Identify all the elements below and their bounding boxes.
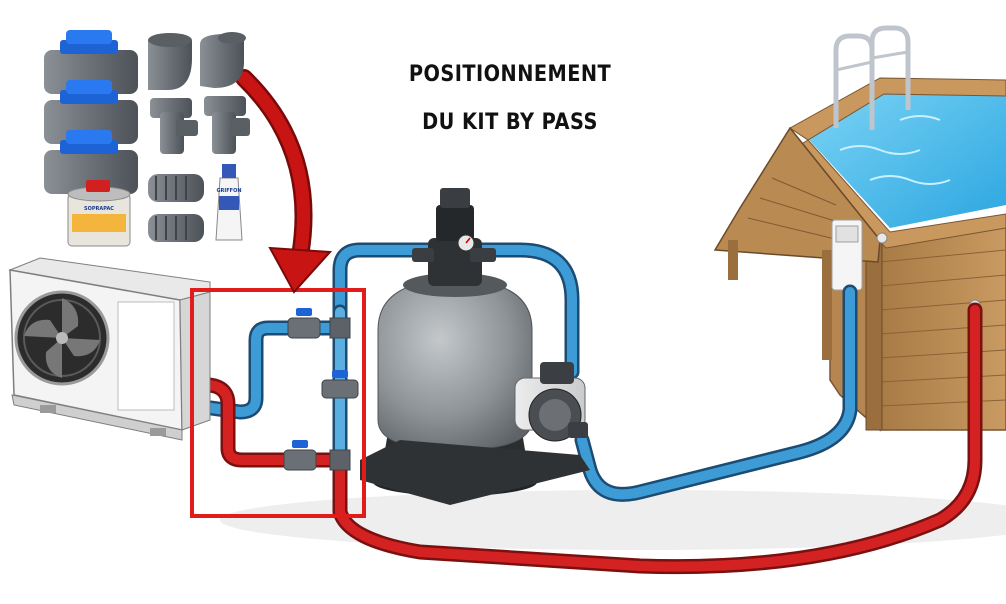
glue-tube-label: GRIFFON bbox=[216, 188, 241, 194]
glue-tube-icon: GRIFFON bbox=[215, 164, 243, 241]
pvc-tee-icon bbox=[150, 96, 250, 154]
bypass-highlight-box bbox=[190, 288, 366, 518]
pool-pump-icon bbox=[360, 362, 590, 505]
hot-pipe-system bbox=[174, 302, 983, 575]
pvc-elbow-icon bbox=[148, 32, 246, 90]
above-ground-wooden-pool-icon bbox=[713, 25, 1006, 432]
curved-arrow-icon bbox=[235, 69, 333, 294]
diagram-title-line-2: DU KIT BY PASS bbox=[422, 110, 598, 135]
diagram-title-line-1: POSITIONNEMENT bbox=[408, 62, 612, 87]
hose-adapter-icon bbox=[148, 174, 204, 242]
glue-can-label: SOPRAPAC bbox=[84, 206, 114, 212]
ball-valve-icon bbox=[283, 308, 359, 471]
glue-can-icon: SOPRAPAC bbox=[67, 180, 131, 247]
kit-components: SOPRAPAC GRIFFON bbox=[44, 30, 250, 247]
ground-shadow bbox=[220, 490, 1006, 550]
ball-valve-icon bbox=[44, 30, 138, 194]
heat-pump-icon bbox=[8, 257, 211, 441]
cold-pipe-system bbox=[174, 242, 858, 502]
